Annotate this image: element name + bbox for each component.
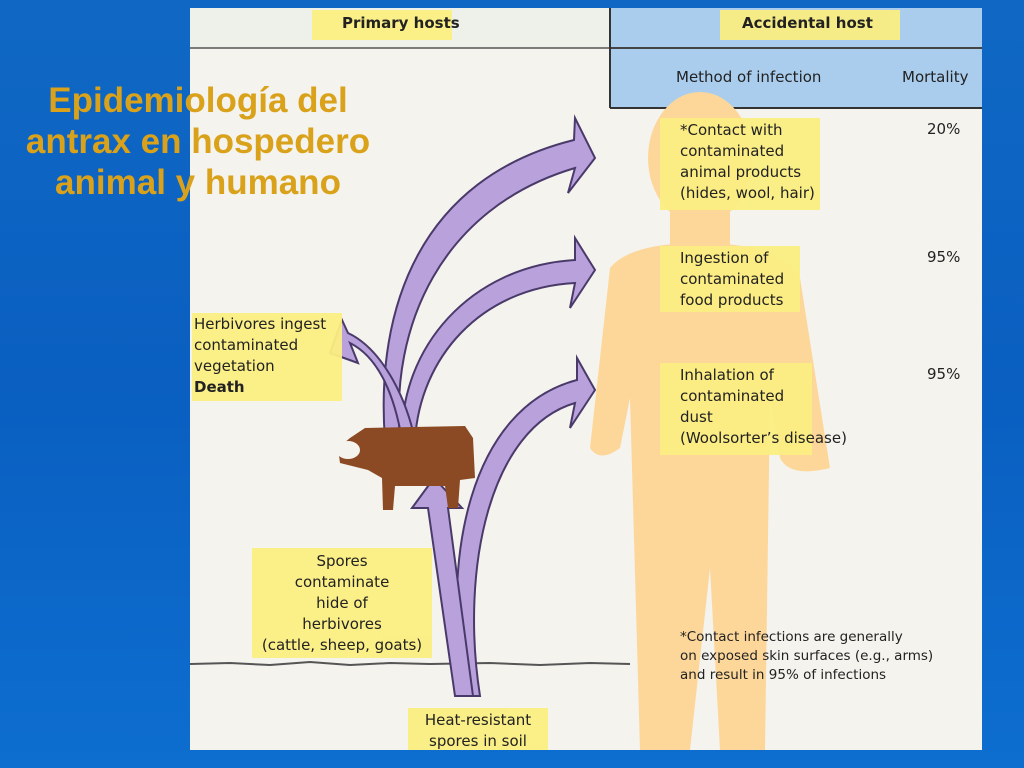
method-of-infection-header: Method of infection [676,68,822,86]
cow-icon [336,426,475,510]
method-inhalation: Inhalation of contaminated dust (Woolsor… [680,366,847,447]
mortality-contact: 20% [927,120,961,138]
ground-line [190,660,631,667]
mortality-ingestion: 95% [927,248,961,266]
soil-spores-label: Heat-resistant spores in soil [424,711,532,750]
mortality-header: Mortality [902,68,969,86]
primary-hosts-label: Primary hosts [342,14,460,32]
accidental-host-label: Accidental host [742,14,873,32]
method-contact: *Contact with contaminated animal produc… [680,121,815,202]
contact-footnote: *Contact infections are generally on exp… [680,629,934,683]
label-highlights [192,10,900,750]
method-ingestion: Ingestion of contaminated food products [680,249,785,309]
spores-hide-label: Spores contaminate hide of herbivores (c… [261,552,423,654]
transmission-arrows [328,114,597,697]
slide-title: Epidemiología del antrax en hospedero an… [25,81,371,202]
herbivores-ingest-label: Herbivores ingest contaminated vegetatio… [194,315,327,396]
anthrax-diagram: Primary hosts Accidental host Method of … [190,8,982,750]
mortality-inhalation: 95% [927,365,961,383]
diagram-graphics [190,8,982,750]
